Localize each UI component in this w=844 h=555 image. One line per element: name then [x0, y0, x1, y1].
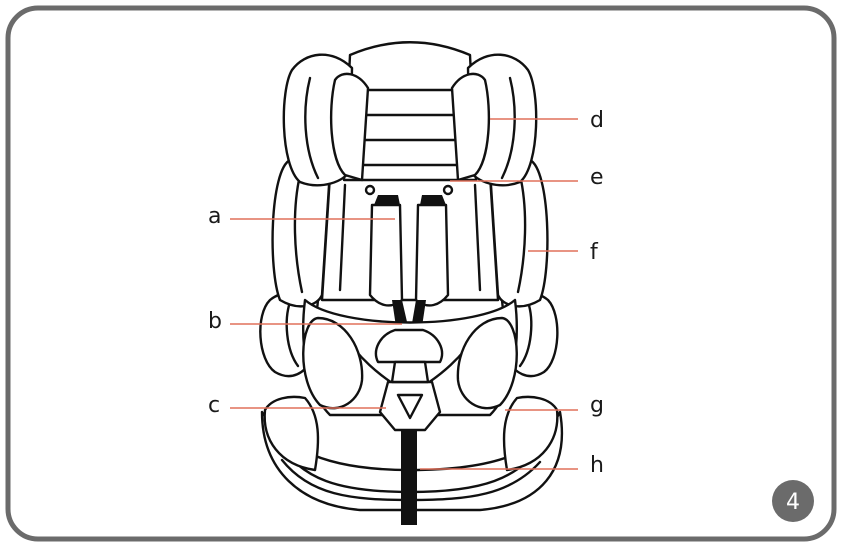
page-number: 4 — [786, 490, 800, 515]
label-f: f — [590, 240, 599, 265]
backrest-center — [320, 173, 500, 302]
headrest — [282, 41, 538, 187]
label-g: g — [590, 393, 604, 418]
label-d: d — [590, 108, 604, 133]
harness-buckle — [374, 328, 444, 432]
callout-labels: a b c d e f g h — [208, 108, 604, 478]
lap-pads — [302, 316, 518, 410]
label-e: e — [590, 165, 604, 190]
leader-lines — [230, 118, 578, 470]
car-seat-illustration — [259, 41, 564, 525]
label-a: a — [208, 204, 221, 229]
crotch-strap — [401, 430, 417, 525]
base-side-cushions — [263, 395, 559, 472]
label-h: h — [590, 453, 604, 478]
label-c: c — [208, 393, 220, 418]
page-number-badge: 4 — [772, 480, 814, 522]
shoulder-pads — [364, 184, 454, 307]
label-b: b — [208, 309, 222, 334]
badge-circle — [772, 480, 814, 522]
